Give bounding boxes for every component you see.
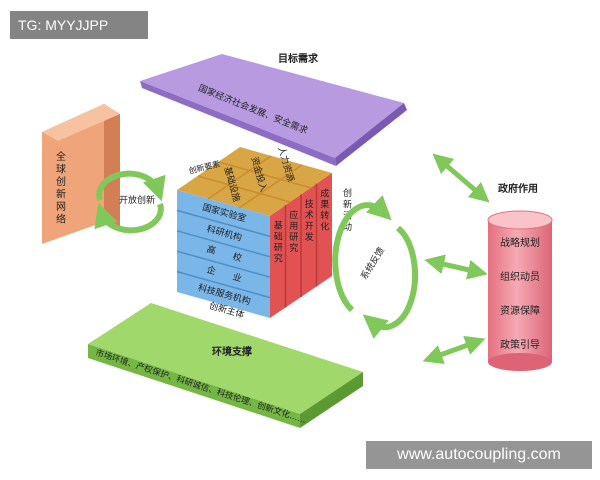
panel-top [42, 104, 120, 141]
open-innovation-cycle: 开放创新 [94, 170, 166, 234]
roof-side-edge [335, 103, 407, 166]
government-item: 组织动员 [500, 270, 540, 283]
cube-front-grid-line [176, 270, 271, 299]
cube-top-grid-line [218, 161, 312, 189]
government-item: 政策引导 [500, 338, 540, 351]
cube-top-face [177, 147, 332, 216]
feedback-label: 系统反馈 [358, 245, 387, 282]
platform-top [88, 303, 363, 414]
cube-top-grid-line [197, 175, 291, 203]
panel-side [104, 104, 120, 228]
cube-top-grid-line [207, 155, 272, 200]
government-links [422, 153, 490, 364]
cube-front-grid-line [176, 230, 271, 258]
cylinder-bottom [488, 353, 552, 371]
cycle-arrow-top [96, 170, 166, 202]
roof-title: 目标需求 [278, 52, 319, 65]
feedback-arrow-right [362, 225, 419, 339]
cube-right-item: 技术开发 [305, 198, 314, 243]
platform-title: 环境支撑 [212, 345, 252, 358]
link-arrow-platform [422, 336, 486, 364]
roof-front-edge [140, 81, 336, 166]
cube-top-grid-line [238, 164, 303, 209]
cube-front-grid-line [176, 250, 271, 278]
government-item: 资源保障 [500, 304, 540, 317]
government-item: 战略规划 [500, 236, 540, 249]
cube-front-face [177, 190, 270, 318]
cylinder-body [488, 220, 552, 362]
roof-top-face [140, 54, 404, 158]
feedback-arrow-left [332, 195, 392, 313]
platform-side [300, 372, 363, 428]
telegram-tag: TG: MYYJJPP [10, 11, 148, 39]
cube-front-grid-line [176, 209, 271, 238]
cube-right-item: 应用研究 [289, 209, 298, 254]
cube-right-item: 基础研究 [274, 220, 283, 265]
cylinder-top [487, 210, 553, 230]
innovation-cube: 基础设施资金投入人力资源 国家实验室科研机构高 校企 业科技服务机构 基础研究应… [176, 145, 352, 321]
link-arrow-roof [432, 153, 490, 203]
environment-platform: 环境支撑 市场环境、产权保护、科研诚信、科技伦理、创新文化…… [88, 303, 363, 428]
target-demand-roof: 目标需求 国家经济社会发展、安全需求 [140, 52, 407, 166]
website-watermark: www.autocoupling.com [366, 441, 592, 469]
cycle-arrow-bottom [94, 202, 164, 234]
panel-label: 全球创新网络 [56, 150, 66, 226]
open-innovation-label: 开放创新 [119, 194, 155, 206]
cube-right-item: 成果转化 [320, 187, 329, 232]
link-arrow-cube [424, 254, 488, 280]
platform-front [88, 344, 300, 428]
global-network-panel: 全球创新网络 [42, 104, 120, 244]
government-title: 政府作用 [498, 182, 538, 195]
